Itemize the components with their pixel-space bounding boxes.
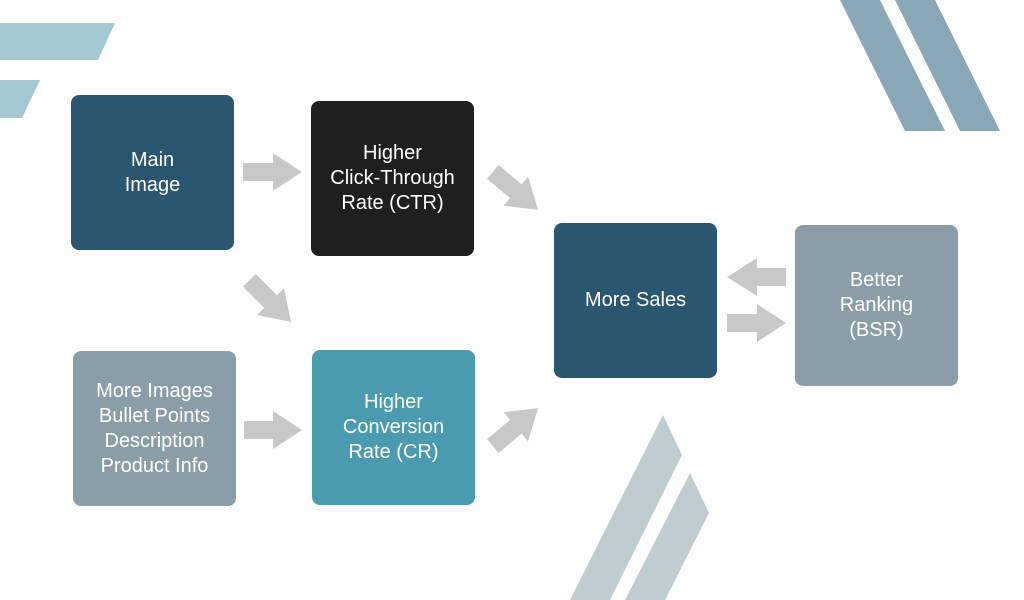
node-main-image: Main Image — [71, 95, 234, 250]
decor-stripe — [0, 80, 40, 118]
node-more-sales: More Sales — [554, 223, 717, 378]
arrow-diagonal-down-icon — [487, 165, 539, 210]
decor-stripe — [570, 415, 682, 600]
node-label: More Sales — [584, 289, 687, 311]
arrow-diagonal-up-icon — [487, 408, 539, 453]
decor-stripe — [0, 23, 115, 60]
decor-stripe — [625, 473, 709, 600]
decor-stripe — [895, 0, 1000, 131]
arrow-left-icon — [727, 258, 786, 296]
node-content: More Images Bullet Points Description Pr… — [73, 351, 236, 506]
node-ctr: Higher Click-Through Rate (CTR) — [311, 101, 474, 256]
arrow-right-icon — [727, 304, 786, 342]
node-label: More Images Bullet Points Description Pr… — [96, 379, 213, 477]
decor-stripe — [840, 0, 945, 131]
node-label: Higher Click-Through Rate (CTR) — [330, 142, 455, 214]
arrow-diagonal-down-icon — [242, 273, 292, 323]
node-cr: Higher Conversion Rate (CR) — [312, 350, 475, 505]
arrow-right-icon — [244, 411, 302, 449]
node-label: Higher Conversion Rate (CR) — [342, 391, 445, 463]
node-label: Better Ranking (BSR) — [839, 269, 914, 341]
node-label: Main Image — [124, 148, 181, 196]
node-better-ranking: Better Ranking (BSR) — [795, 225, 958, 386]
arrow-right-icon — [243, 153, 302, 191]
